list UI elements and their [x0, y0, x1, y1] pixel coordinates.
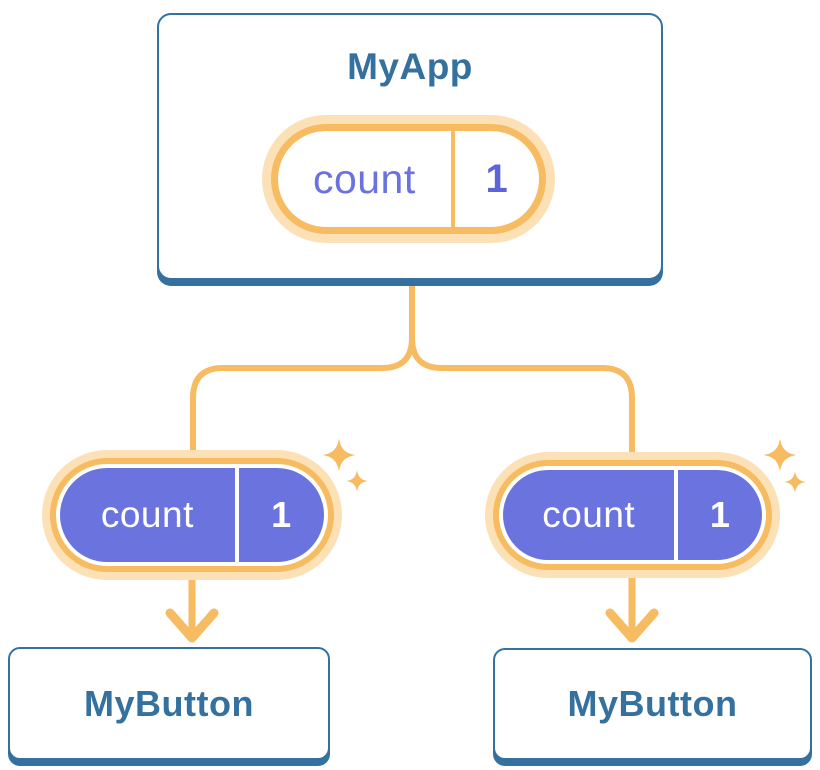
sparkle-icon — [346, 470, 368, 492]
pill-divider — [450, 131, 455, 227]
pill-divider — [674, 470, 679, 560]
state-value-label: 1 — [709, 494, 731, 535]
arrow-down-icon — [165, 608, 219, 643]
connector-left-branch — [190, 279, 415, 456]
sparkle-icon — [763, 438, 797, 472]
sparkle-icon — [322, 438, 356, 472]
connector-right-branch — [409, 279, 635, 456]
state-name-label: count — [100, 494, 194, 535]
state-value-label: 1 — [271, 494, 292, 535]
mybutton-card-right: MyButton — [493, 648, 812, 760]
pill-divider — [234, 468, 239, 562]
arrow-down-icon — [605, 608, 659, 643]
state-name-label: count — [542, 494, 636, 535]
state-value-label: 1 — [485, 156, 509, 201]
state-name-label: count — [312, 155, 416, 202]
left-prop-pill: count 1 — [56, 464, 328, 566]
sparkle-icon — [784, 471, 806, 493]
mybutton-title: MyButton — [567, 683, 738, 724]
mybutton-title: MyButton — [84, 682, 254, 724]
mybutton-card-left: MyButton — [8, 647, 330, 760]
myapp-title: MyApp — [347, 46, 473, 87]
root-state-pill: count 1 — [271, 124, 546, 234]
right-prop-pill: count 1 — [499, 466, 766, 564]
myapp-card: MyApp — [157, 13, 663, 280]
